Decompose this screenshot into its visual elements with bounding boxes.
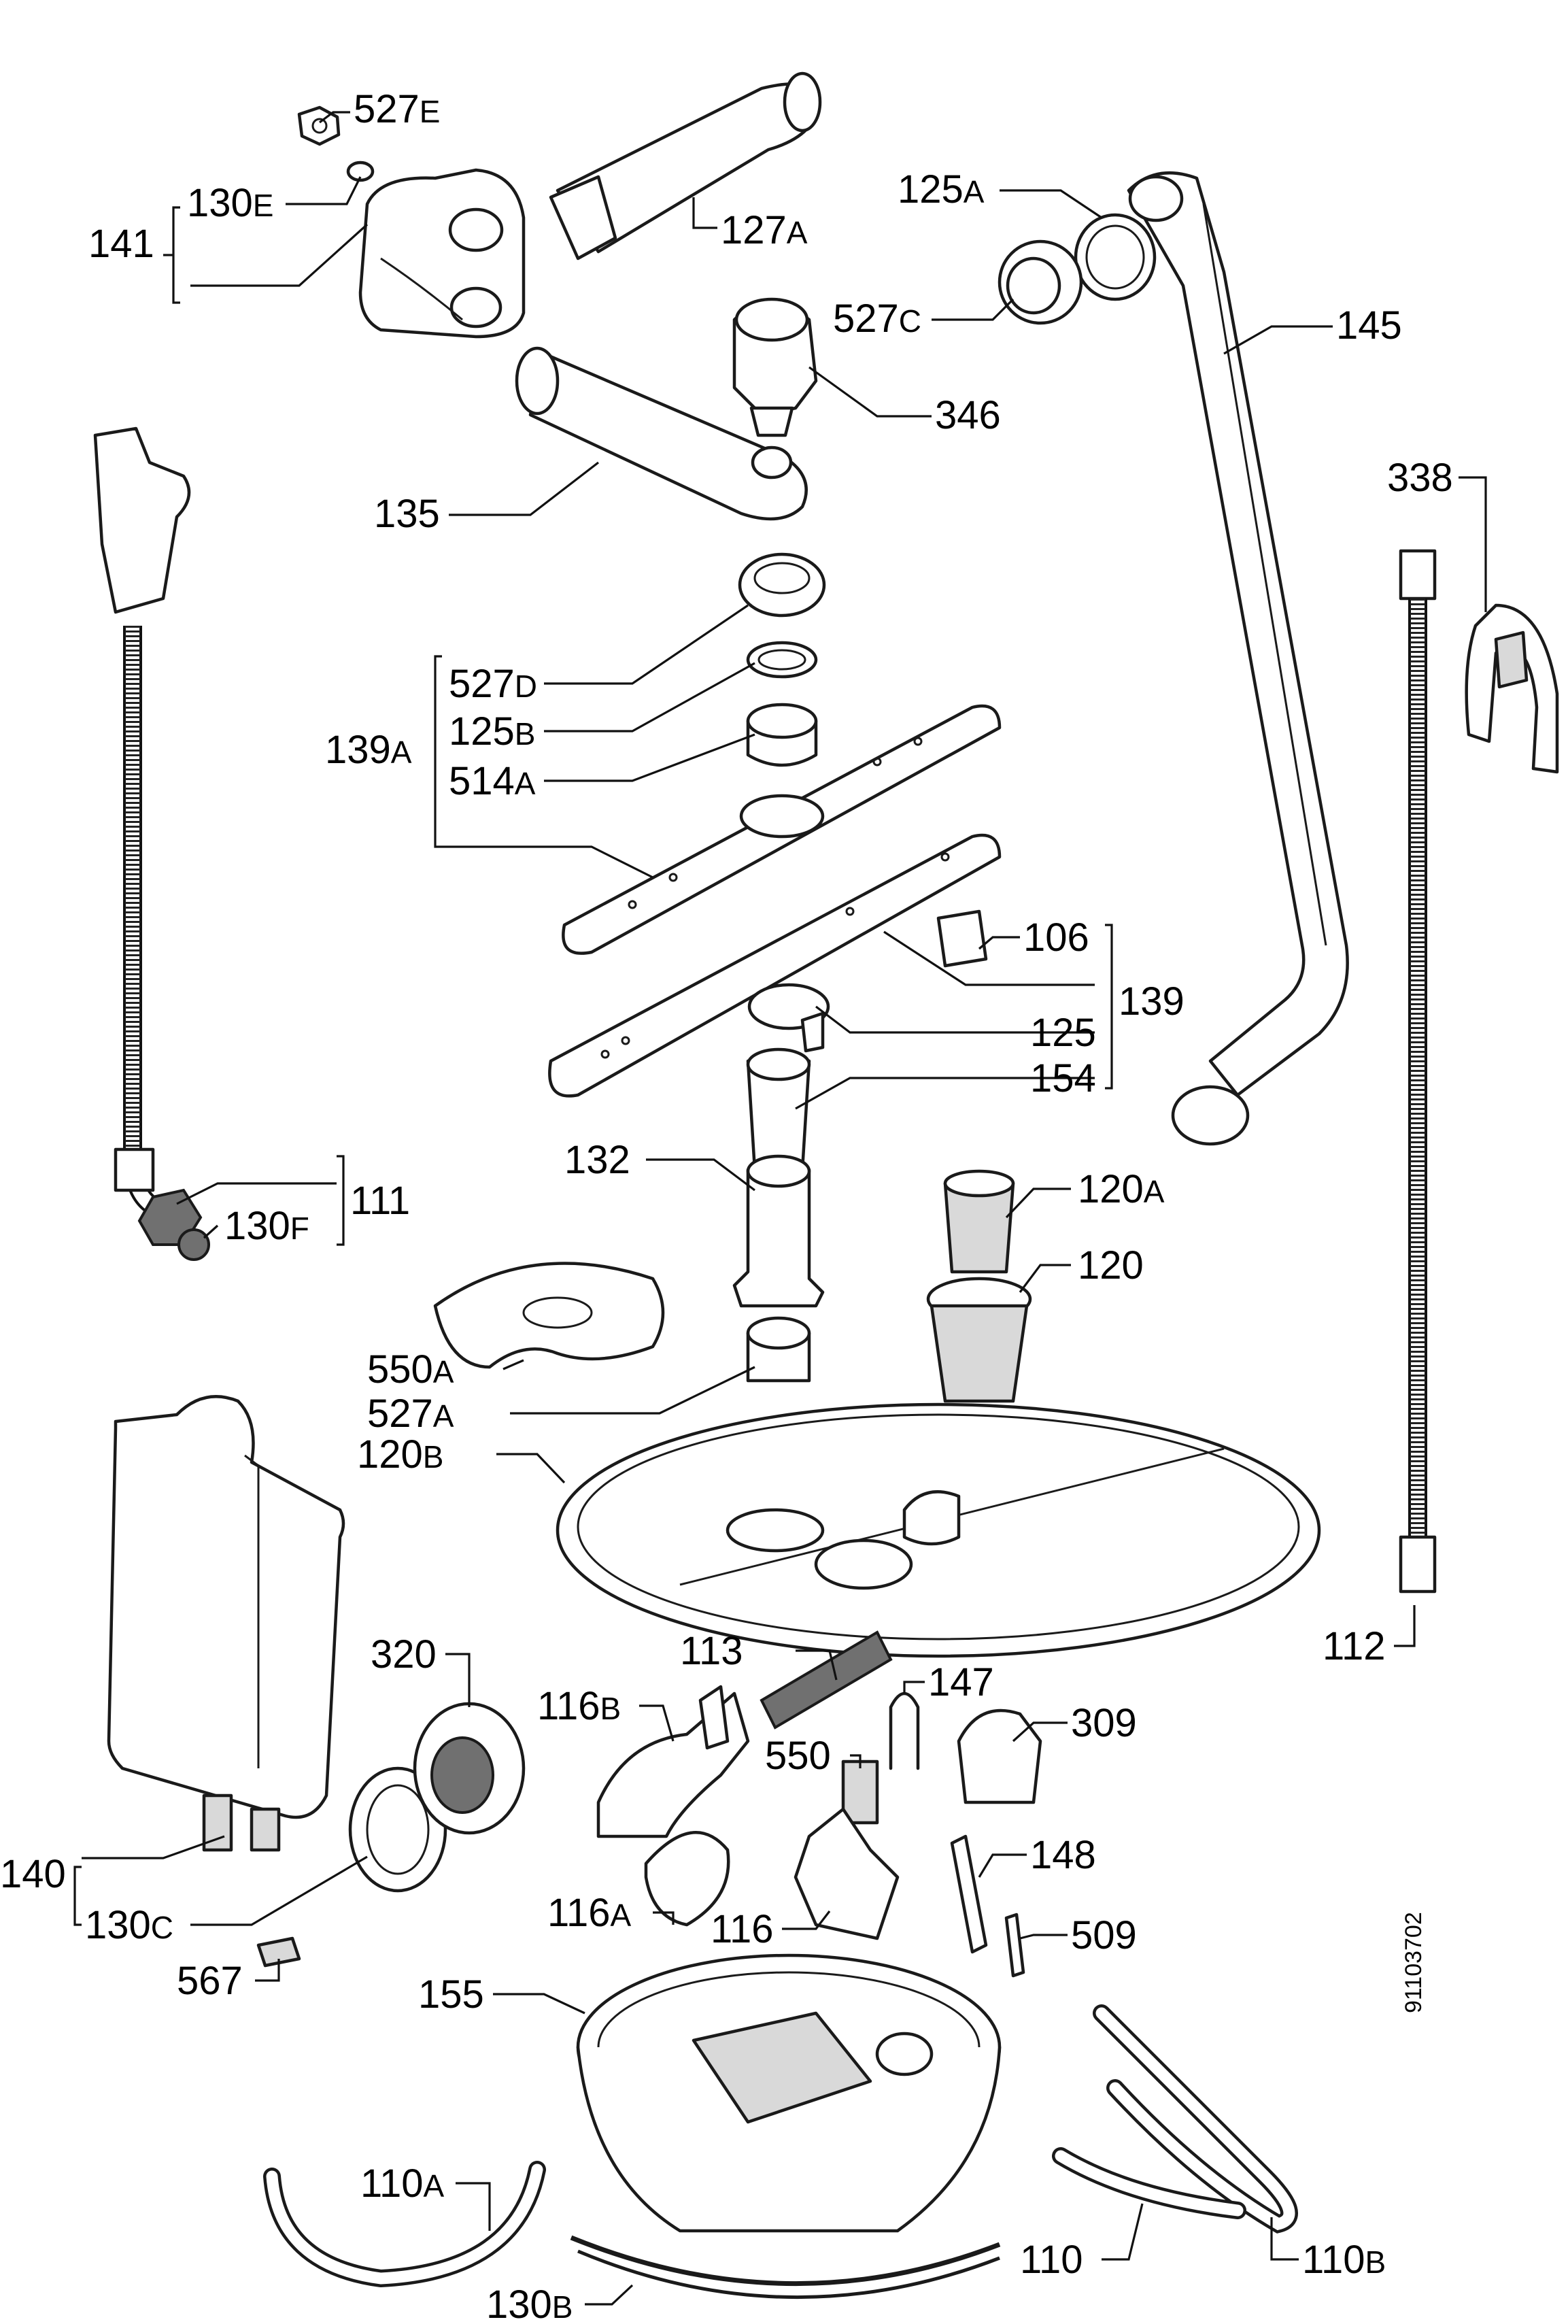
part-141-bracket [358,168,526,339]
label-139: 139 [1119,979,1184,1024]
part-148-rod [950,1834,988,1954]
part-139-lower-spray-arm [548,833,1002,1098]
part-527c-nut [998,239,1083,325]
part-130b-seal-ring [570,2235,1001,2300]
part-132-tube [732,1154,825,1308]
part-125a-seal-ring [1074,213,1157,301]
label-120a: 120A [1078,1167,1165,1211]
label-140: 140 [0,1852,66,1896]
label-120: 120 [1078,1243,1144,1287]
part-110a-hose [263,2161,546,2288]
label-110b: 110B [1302,2238,1386,2282]
leader-lines [73,111,1487,2306]
part-320-cap [413,1702,526,1835]
part-154-connector [746,1047,811,1172]
part-110-hose [1052,2147,1246,2219]
label-155: 155 [418,1972,484,2017]
label-112: 112 [1323,1624,1385,1668]
label-139a: 139A [325,728,412,772]
part-567-clip [256,1936,301,1968]
part-113-spring [760,1630,893,1730]
label-527e: 527E [354,87,440,131]
label-145: 145 [1336,303,1402,348]
label-113: 113 [680,1629,743,1673]
label-527d: 527D [449,662,537,706]
label-309: 309 [1071,1701,1137,1745]
part-155-sump [576,1953,1002,2233]
label-148: 148 [1030,1833,1096,1877]
label-527c: 527C [833,297,921,341]
label-130c: 130C [85,1903,173,1947]
figure-id: 91103702 [1401,1912,1427,2013]
label-116a: 116A [547,1891,631,1935]
label-514a: 514A [449,759,536,803]
part-550-block [841,1759,879,1825]
label-154: 154 [1030,1056,1096,1100]
part-514a-bushing [746,703,818,767]
label-550: 550 [765,1734,831,1778]
part-145-supply-tube [1127,171,1349,1146]
part-509-pin [1004,1913,1025,1978]
part-106-clip [936,909,988,968]
label-130e: 130E [187,181,273,225]
part-527a-nut [746,1316,811,1383]
label-509: 509 [1071,1913,1137,1957]
label-130f: 130F [224,1204,309,1248]
label-147: 147 [928,1660,994,1704]
part-135-upper-spray-arm [515,346,808,521]
part-309-cap [957,1708,1042,1804]
label-125a: 125A [898,167,985,212]
label-127a: 127A [721,208,808,252]
label-106: 106 [1023,915,1089,960]
part-116-valve [794,1807,900,1940]
label-132: 132 [564,1138,630,1182]
part-125-clip-ring [747,983,830,1053]
part-120-filter-cup [926,1277,1032,1403]
label-320: 320 [371,1632,437,1677]
label-110: 110 [1020,2238,1083,2282]
label-527a: 527A [367,1392,454,1436]
part-labels: 527E 130E 141 127A 125A 527C 145 346 135… [0,87,1453,2324]
label-116b: 116B [537,1684,621,1728]
part-111-inlet-hose [93,426,210,1261]
part-116a-flap [644,1831,730,1927]
part-110b-hose [1093,2004,1298,2234]
part-550a-grille [433,1262,665,1369]
label-111: 111 [350,1179,410,1223]
part-140-water-softener [107,1395,345,1852]
label-116: 116 [711,1907,773,1951]
label-567: 567 [177,1959,243,2003]
part-120b-flat-filter [556,1402,1321,1658]
part-125b-ring [746,641,818,679]
part-338-hose-clip [1465,603,1559,774]
part-346-spray-head [732,297,818,437]
label-141: 141 [88,222,154,266]
part-139a-spray-arm [562,704,1002,955]
part-116b-valve-body [596,1685,750,1838]
part-112-drain-hose [1399,549,1437,1594]
label-550a: 550A [367,1347,454,1392]
label-125: 125 [1030,1011,1096,1055]
label-120b: 120B [357,1432,443,1477]
label-135: 135 [374,492,440,536]
part-147-u-pin [889,1691,920,1770]
label-338: 338 [1387,456,1453,500]
part-127a-conduit [549,71,822,260]
label-130b: 130B [486,2283,573,2324]
label-110a: 110A [360,2161,444,2206]
part-130e-washer [346,161,375,182]
part-120a-microfilter [943,1169,1015,1274]
part-527d-nut [738,552,826,618]
label-346: 346 [935,393,1001,437]
label-125b: 125B [449,709,535,754]
